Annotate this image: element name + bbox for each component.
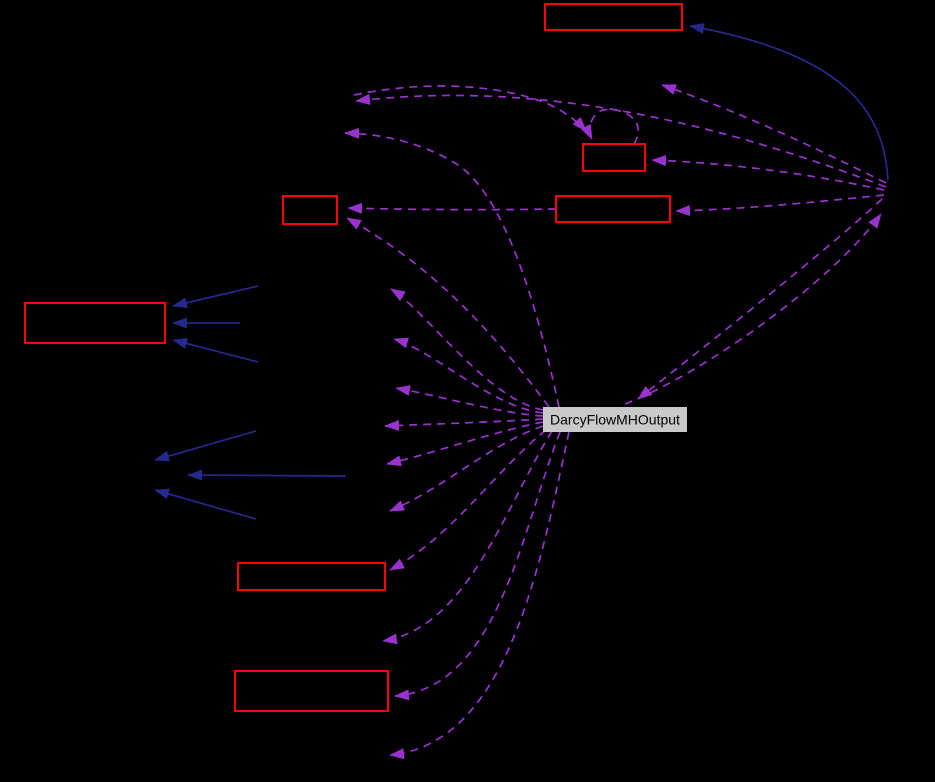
diagram-nodes: DarcyFlowMHOutput — [24, 3, 687, 712]
node-box-left-small[interactable] — [282, 195, 338, 225]
usage-edge-central-to-lower-box — [389, 429, 547, 571]
central-node-box — [543, 407, 687, 432]
usage-edge-hub-to-central — [637, 198, 883, 400]
inheritance-edges — [154, 23, 889, 520]
usage-edge-central-to-upper-left-2 — [344, 127, 560, 408]
usage-edge-central-to-hub — [624, 213, 882, 405]
node-box-wide-upper[interactable] — [555, 195, 671, 223]
node-box-left[interactable] — [24, 302, 166, 344]
usage-edge-self-loop — [580, 108, 639, 145]
usage-edge-upper-left-to-small-box — [353, 85, 587, 132]
usage-edges — [344, 84, 887, 760]
inheritance-edge-left-box-3 — [172, 338, 259, 363]
usage-edge-hub-to-upper — [661, 84, 887, 184]
usage-edge-hub-to-upper-left — [355, 93, 887, 188]
central-node: DarcyFlowMHOutput — [543, 407, 687, 432]
usage-edge-central-fan-8 — [389, 431, 570, 760]
node-box-lower[interactable] — [237, 562, 386, 591]
inheritance-edge-mid-left-2 — [187, 469, 347, 481]
inheritance-edge-mid-left-1 — [154, 430, 257, 462]
usage-edge-hub-to-wide-box — [675, 194, 885, 217]
usage-edge-hub-to-small-box — [651, 155, 885, 191]
usage-edge-central-to-left-small — [346, 217, 550, 408]
node-box-bottom[interactable] — [234, 670, 389, 712]
central-node-label: DarcyFlowMHOutput — [550, 412, 680, 428]
inheritance-edge-left-box-1 — [172, 285, 259, 309]
usage-edge-central-fan-1 — [390, 288, 544, 411]
usage-edge-central-fan-7 — [382, 430, 553, 645]
node-box-small[interactable] — [582, 143, 646, 172]
usage-edge-central-fan-2 — [393, 337, 544, 414]
node-box-top[interactable] — [544, 3, 683, 31]
inheritance-edge-mid-left-3 — [154, 488, 257, 520]
usage-edge-central-to-bottom-box — [394, 431, 561, 701]
usage-edge-wide-box-to-left-small — [347, 202, 557, 214]
usage-edge-central-fan-5 — [386, 421, 544, 467]
usage-edge-central-fan-3 — [395, 385, 544, 417]
usage-edge-central-fan-4 — [384, 418, 544, 431]
usage-edge-central-fan-6 — [389, 425, 544, 512]
inheritance-edge-to-top-box — [689, 23, 889, 181]
